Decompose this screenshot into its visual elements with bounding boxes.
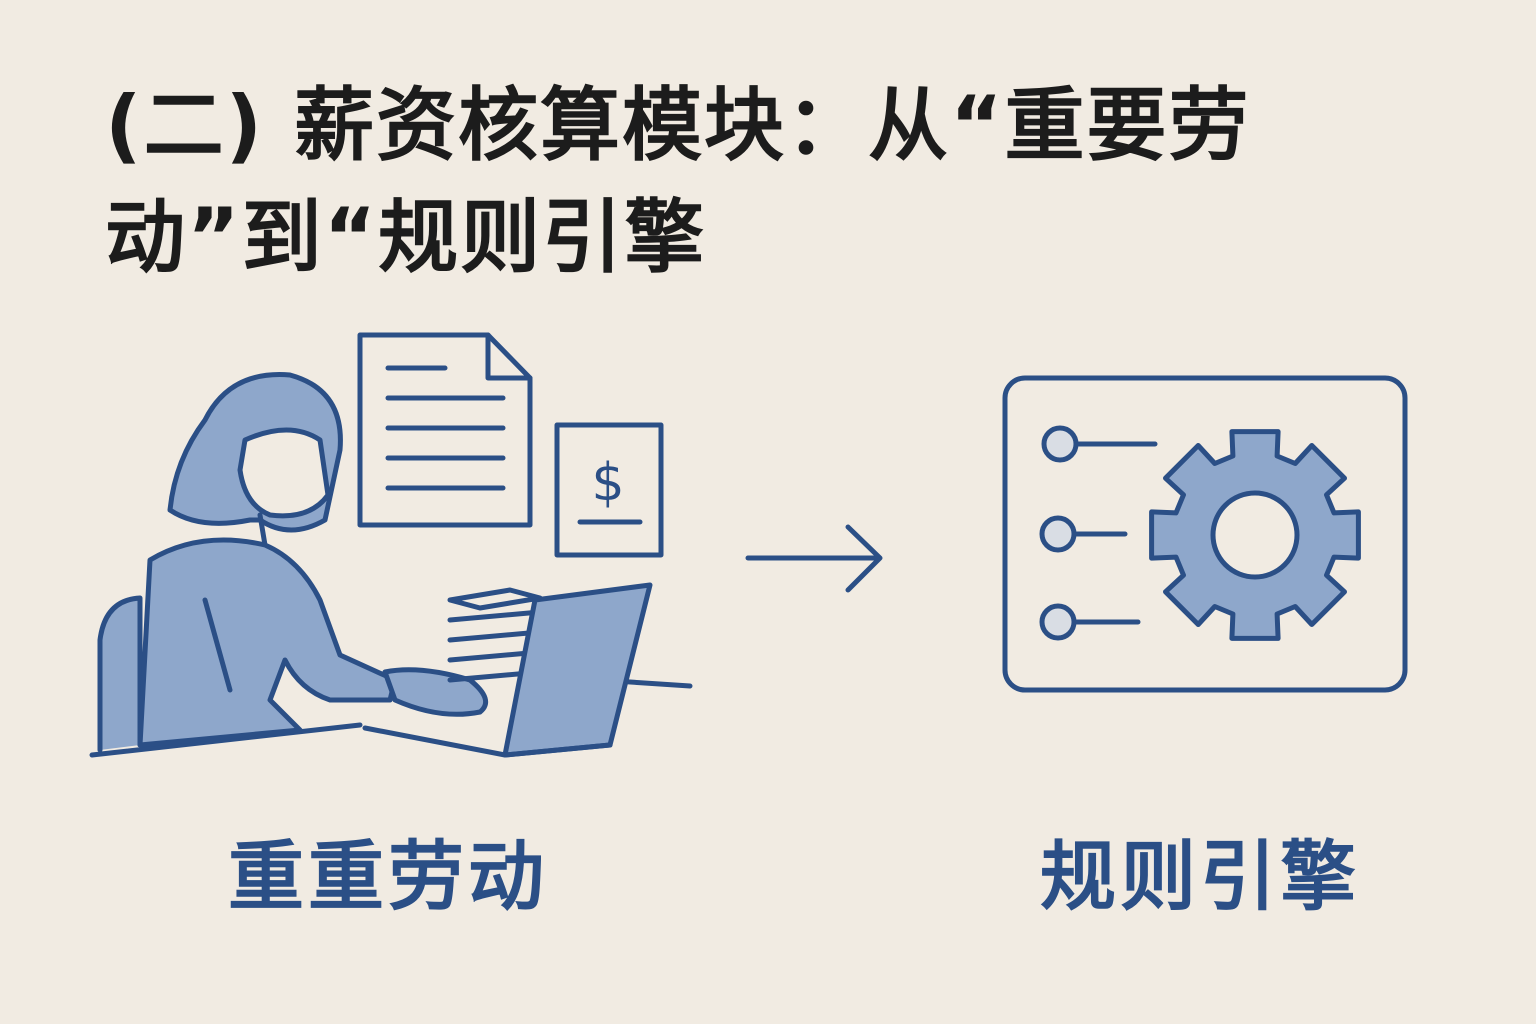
- chair-icon: [97, 595, 143, 753]
- rules-engine-label: 规则引擎: [1040, 832, 1360, 921]
- heavy-labor-label: 重重劳动: [228, 832, 548, 921]
- laptop-icon: [362, 582, 653, 758]
- document-icon: [357, 332, 533, 528]
- rules-engine-panel: [1002, 375, 1408, 693]
- dollar-document-icon: [554, 422, 664, 558]
- gear-icon: [1149, 429, 1361, 641]
- arrow-right-icon: [745, 524, 883, 593]
- gear-hole: [1210, 490, 1300, 580]
- dollar-icon: $: [591, 453, 624, 513]
- desk-line: [89, 722, 363, 758]
- page-title: (二) 薪资核算模块：从“重要劳动”到“规则引擎: [105, 79, 1251, 284]
- person-icon: [137, 372, 489, 748]
- paper-stack-icon: [447, 587, 543, 683]
